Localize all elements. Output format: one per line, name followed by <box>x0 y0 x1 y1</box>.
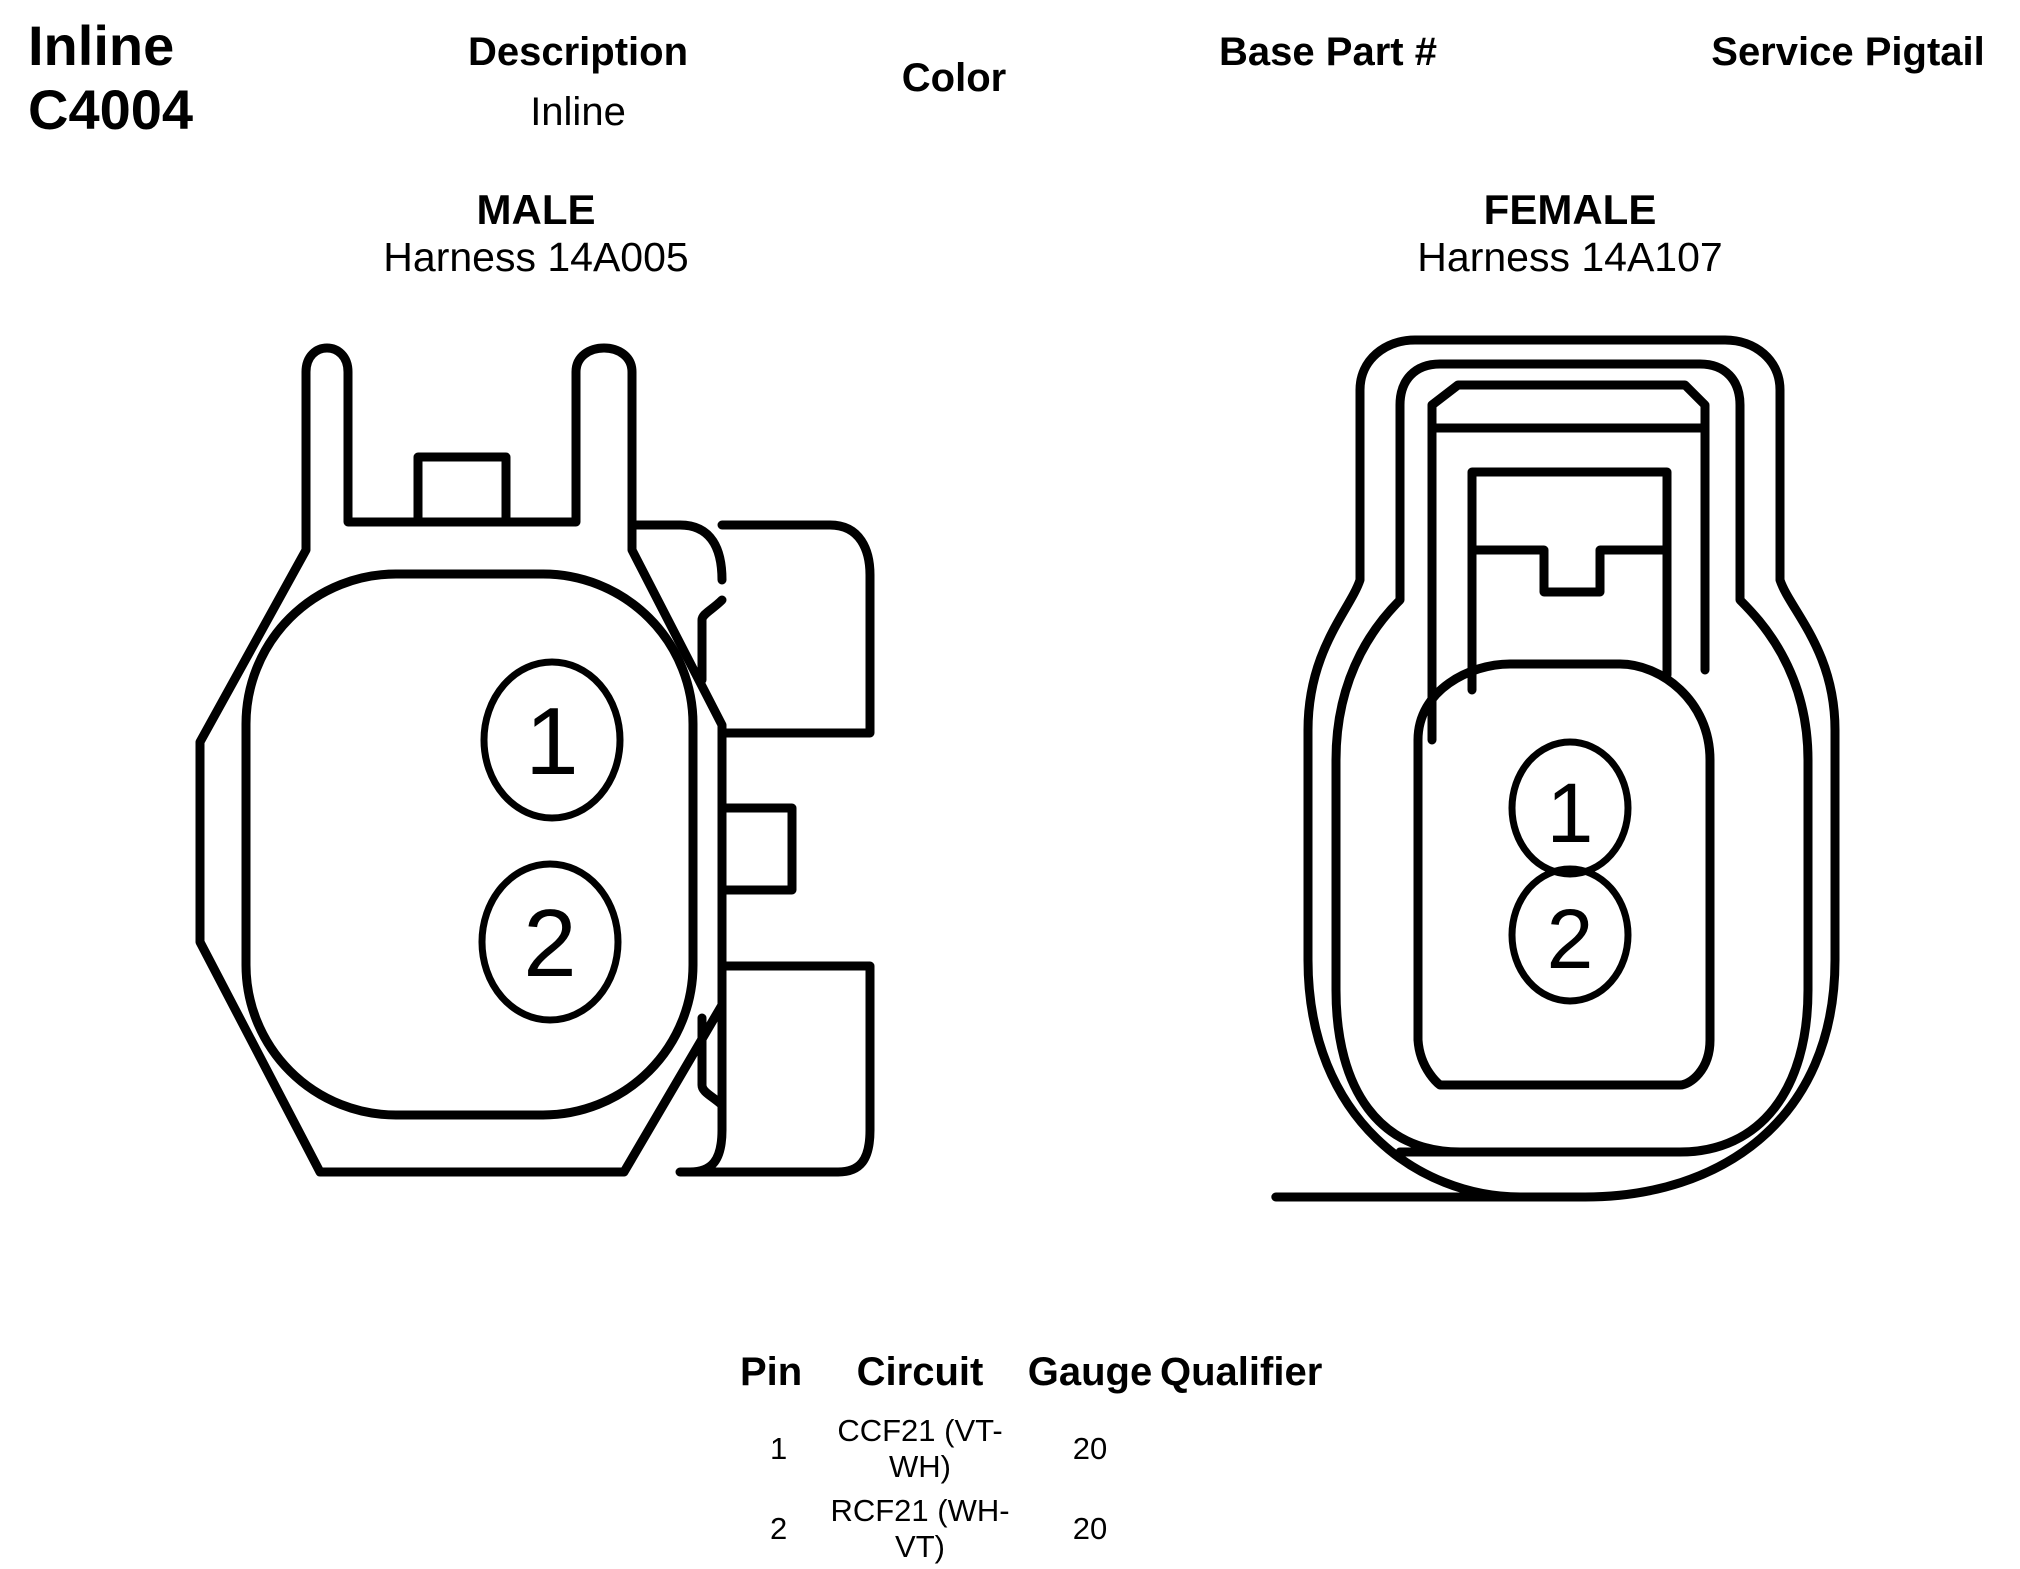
color-label: Color <box>901 56 1007 100</box>
male-harness: Harness 14A005 <box>383 234 689 280</box>
qualifier-header: Qualifier <box>1160 1350 1323 1394</box>
pin-table-header-row: Pin Circuit Gauge Qualifier <box>740 1350 1322 1409</box>
female-harness: Harness 14A107 <box>1417 234 1723 280</box>
pin-cell: 2 <box>770 1511 788 1546</box>
connector-title: Inline C4004 <box>28 14 193 142</box>
male-pin-1-label: 1 <box>525 688 578 795</box>
female-pin-1 <box>1508 738 1632 878</box>
connector-title-line2: C4004 <box>28 78 194 141</box>
description-value: Inline <box>530 90 626 134</box>
gauge-header: Gauge <box>1027 1350 1153 1394</box>
pin-table: Pin Circuit Gauge Qualifier 1 CCF21 (VT-… <box>740 1350 1322 1569</box>
female-pin-2-label: 2 <box>1547 892 1594 986</box>
connector-diagram: 1 2 1 2 <box>195 335 1840 1202</box>
service-pigtail-label: Service Pigtail <box>1711 30 1985 74</box>
female-pin-2 <box>1508 865 1632 1005</box>
qualifier-cell <box>1160 1489 1322 1569</box>
male-pin-1 <box>480 658 624 822</box>
circuit-header: Circuit <box>856 1350 984 1394</box>
female-connector-face <box>1271 335 1840 1202</box>
table-row: 1 CCF21 (VT-WH) 20 <box>740 1409 1322 1489</box>
female-pin-1-label: 1 <box>1547 766 1594 860</box>
qualifier-cell <box>1160 1409 1322 1489</box>
male-pin-2-label: 2 <box>523 890 576 997</box>
circuit-cell: CCF21 (VT-WH) <box>837 1413 1003 1484</box>
connector-title-line1: Inline <box>28 14 175 77</box>
circuit-cell: RCF21 (WH-VT) <box>830 1493 1010 1564</box>
base-part-label: Base Part # <box>1219 30 1437 74</box>
male-pin-2 <box>478 860 622 1024</box>
description-label: Description <box>467 30 689 74</box>
gauge-cell: 20 <box>1072 1431 1108 1466</box>
gauge-cell: 20 <box>1072 1511 1108 1546</box>
pin-cell: 1 <box>770 1431 788 1466</box>
pin-header: Pin <box>740 1350 803 1394</box>
male-title: MALE <box>476 186 596 233</box>
table-row: 2 RCF21 (WH-VT) 20 <box>740 1489 1322 1569</box>
male-connector-face <box>195 343 875 1177</box>
female-title: FEMALE <box>1483 186 1657 233</box>
